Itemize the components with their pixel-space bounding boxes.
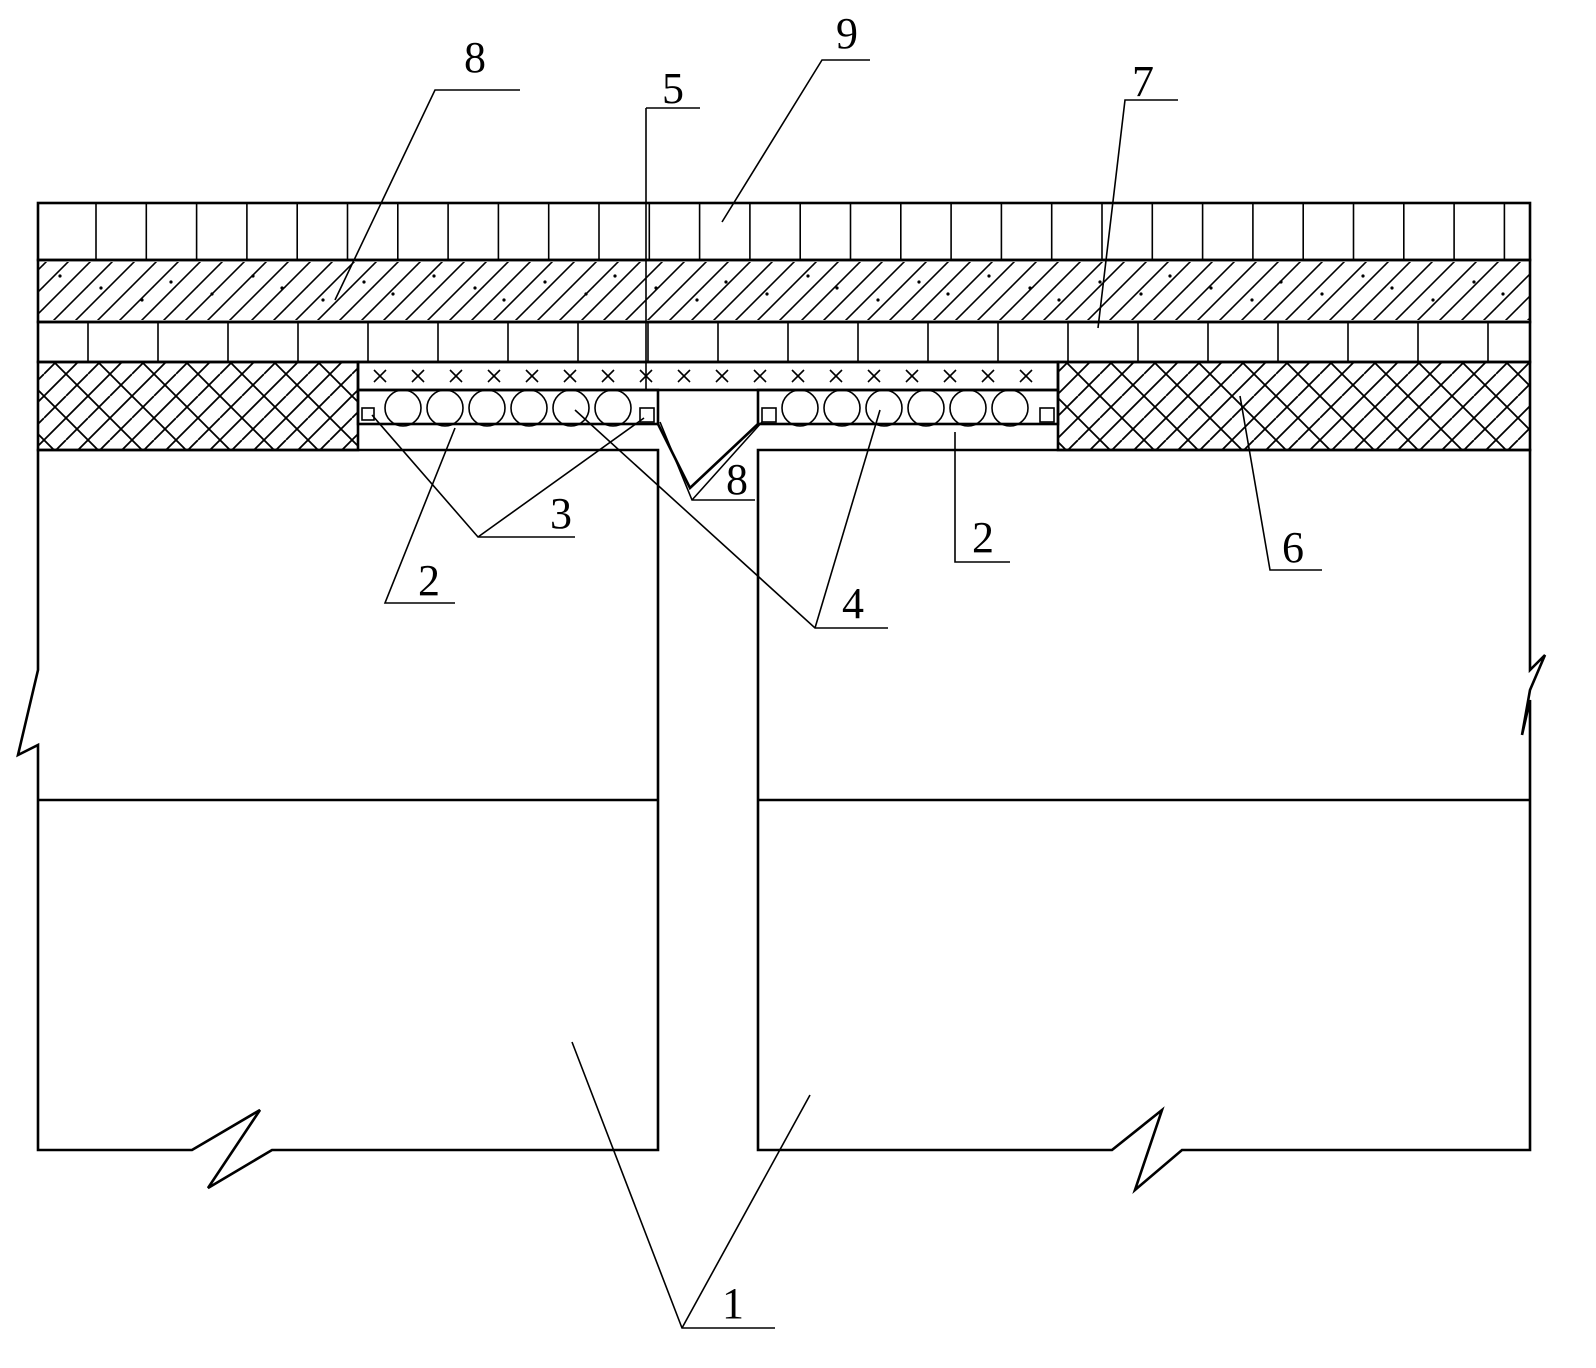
callout-2-left: 2 [418, 556, 440, 605]
brick-layer [36, 320, 1532, 364]
top-block-layer [36, 201, 1532, 262]
rollers-left [384, 389, 632, 427]
callout-5: 5 [662, 64, 684, 113]
callout-3: 3 [550, 489, 572, 538]
leader-lines [334, 59, 1322, 1329]
callout-8-mid: 8 [726, 455, 748, 504]
roller-bar-right [756, 388, 1060, 427]
roller-bar-left [356, 388, 660, 427]
v-groove [656, 423, 759, 491]
callout-9: 9 [836, 9, 858, 58]
callout-labels: 8 9 5 7 3 2 4 8 2 6 1 [418, 9, 1304, 1328]
callout-8-top: 8 [464, 33, 486, 82]
rollers-right [781, 389, 1029, 427]
slab-left [16, 448, 660, 1190]
hatched-layer [36, 258, 1532, 324]
callout-1: 1 [722, 1279, 744, 1328]
callout-4: 4 [842, 579, 864, 628]
hatch-dots [58, 274, 1505, 302]
slab-right [756, 448, 1547, 1195]
top-block-dividers [95, 203, 1506, 260]
central-x-strip [356, 360, 1060, 392]
crosshatched-base-right [1056, 360, 1532, 452]
x-marks [373, 369, 1033, 383]
brick-dividers [87, 322, 1489, 362]
callout-6: 6 [1282, 523, 1304, 572]
callout-7: 7 [1132, 57, 1154, 106]
crosshatched-base-left [36, 360, 360, 452]
callout-2-right: 2 [972, 513, 994, 562]
